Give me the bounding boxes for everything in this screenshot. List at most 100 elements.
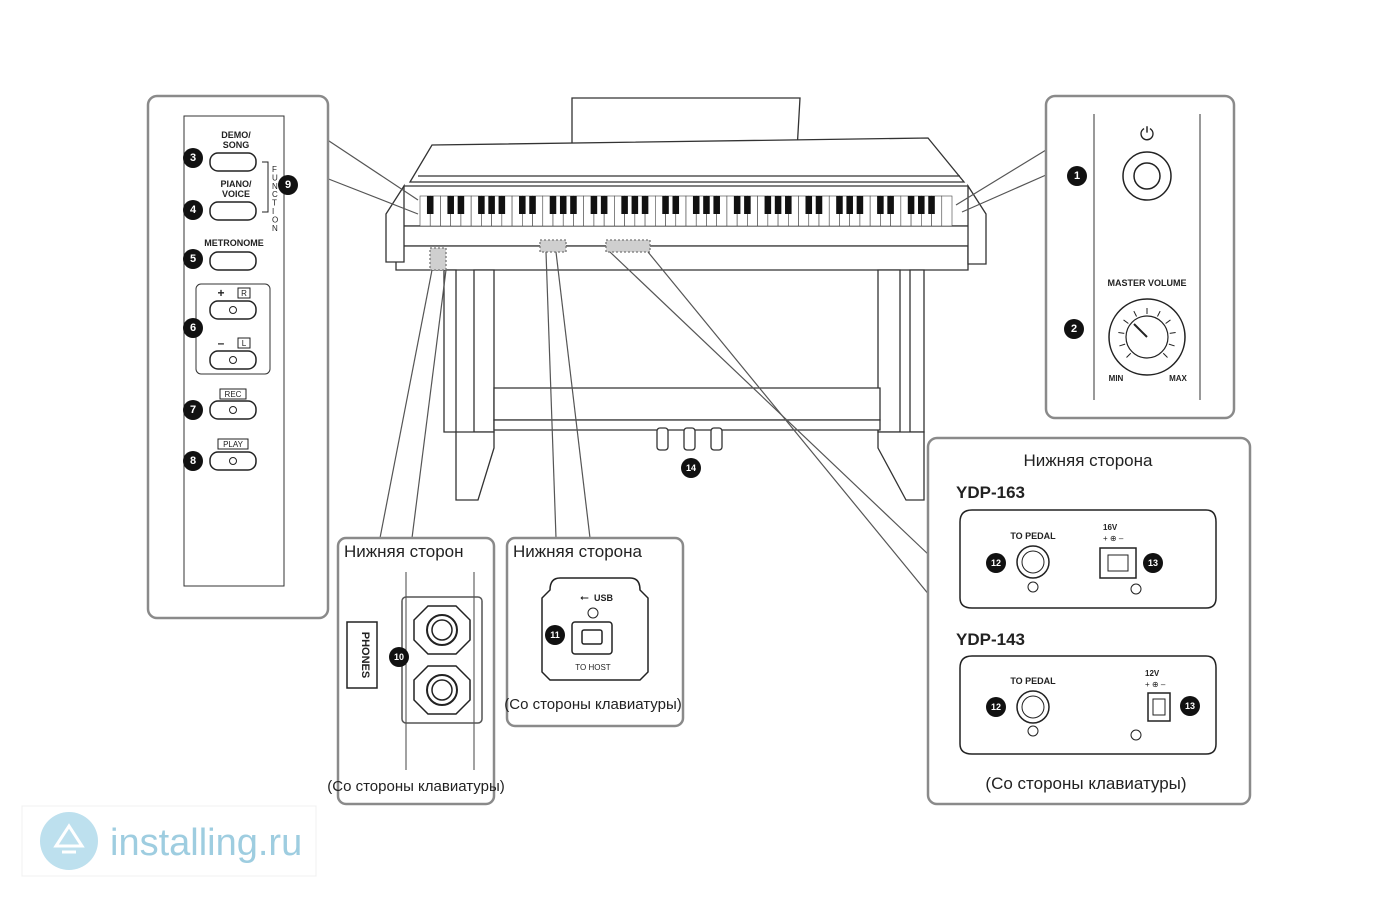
volume-tick (1169, 331, 1176, 334)
callout-14: 14 (681, 458, 701, 478)
callout-3: 3 (183, 148, 203, 168)
phones-jack-2[interactable] (413, 665, 471, 715)
volume-tick (1162, 352, 1168, 358)
white-key (941, 195, 953, 227)
volume-tick (1168, 343, 1175, 347)
black-key (846, 196, 853, 214)
black-key (529, 196, 536, 214)
polarity-163: + ⊕ – (1103, 534, 1124, 543)
black-key (928, 196, 935, 214)
to-host-label: TO HOST (575, 663, 611, 672)
black-key (621, 196, 628, 214)
phones-label: PHONES (359, 632, 371, 678)
voice-label-2: VOICE (222, 189, 250, 199)
callout-8: 8 (183, 451, 203, 471)
black-key (519, 196, 526, 214)
black-key (877, 196, 884, 214)
usb-caption: (Со стороны клавиатуры) (504, 696, 681, 713)
volume-tick (1165, 319, 1171, 324)
black-key (713, 196, 720, 214)
to-pedal-label-143: TO PEDAL (1010, 676, 1056, 686)
usb-icon: ⭠ (580, 592, 589, 604)
watermark-logo-icon (40, 812, 98, 870)
callout-13b: 13 (1180, 696, 1200, 716)
watermark: installing.ru (21, 805, 317, 877)
dc-16v-label: 16V (1103, 523, 1118, 532)
svg-text:12: 12 (991, 558, 1001, 568)
black-key (733, 196, 741, 214)
callouts: 1 2 3 4 5 6 7 8 9 10 11 12 13 12 13 14 (183, 148, 1200, 717)
svg-text:2: 2 (1071, 323, 1077, 335)
black-keys (426, 196, 935, 214)
svg-text:5: 5 (190, 253, 196, 265)
black-key (641, 196, 649, 214)
black-key (488, 196, 495, 214)
svg-text:12: 12 (991, 702, 1001, 712)
volume-tick (1156, 310, 1161, 317)
bottom-panel-title: Нижняя сторона (1024, 451, 1154, 470)
svg-text:10: 10 (394, 652, 404, 662)
black-key (457, 196, 465, 214)
power-symbol-icon: ⏻ (1140, 124, 1154, 144)
phones-panel-title: Нижняя сторон (344, 542, 464, 561)
piano-label-1: PIANO/ (220, 179, 252, 189)
black-key (498, 196, 506, 214)
volume-tick (1118, 331, 1125, 334)
svg-text:13: 13 (1148, 558, 1158, 568)
black-key (570, 196, 577, 214)
callout-1: 1 (1067, 166, 1087, 186)
callout-12a: 12 (986, 553, 1006, 573)
usb-label: USB (594, 593, 614, 603)
callout-9: 9 (278, 175, 298, 195)
svg-text:14: 14 (686, 463, 696, 473)
black-key (856, 196, 864, 214)
minus-label: – (218, 336, 225, 350)
black-key (447, 196, 454, 214)
l-label: L (242, 339, 247, 348)
svg-text:7: 7 (190, 404, 196, 416)
black-key (703, 196, 710, 214)
screw-icon (587, 607, 599, 619)
callout-10: 10 (389, 647, 409, 667)
black-key (692, 196, 700, 214)
svg-text:3: 3 (190, 152, 196, 164)
black-key (590, 196, 598, 214)
black-key (836, 196, 843, 214)
to-pedal-label-163: TO PEDAL (1010, 531, 1056, 541)
piano-voice-button[interactable] (209, 201, 257, 221)
callout-5: 5 (183, 249, 203, 269)
dc-12v-label: 12V (1145, 669, 1160, 678)
volume-tick (1119, 343, 1126, 347)
black-key (631, 196, 639, 214)
metronome-label: METRONOME (204, 238, 264, 248)
usb-panel: Нижняя сторона ⭠ USB TO HOST (Со стороны… (504, 536, 685, 728)
black-key (785, 196, 792, 214)
black-key (549, 196, 557, 214)
volume-tick (1123, 319, 1129, 324)
black-key (600, 196, 608, 214)
min-label: MIN (1109, 374, 1124, 383)
black-key (764, 196, 772, 214)
callout-2: 2 (1064, 319, 1084, 339)
usb-panel-title: Нижняя сторона (513, 542, 643, 561)
right-control-panel: ⏻ MASTER VOLUME MIN MAX (1044, 94, 1236, 420)
black-key (744, 196, 751, 214)
demo-song-button[interactable] (209, 152, 257, 172)
black-key (662, 196, 669, 214)
callout-11: 11 (545, 625, 565, 645)
black-key (478, 196, 485, 214)
max-label: MAX (1169, 374, 1187, 383)
black-key (426, 196, 434, 214)
metronome-button[interactable] (209, 251, 257, 271)
phones-panel: Нижняя сторон PHONES (Со стороны клавиат… (327, 536, 505, 806)
bottom-connectors-panel: Нижняя сторона YDP-163 TO PEDAL 16V + ⊕ … (926, 436, 1252, 806)
svg-text:8: 8 (190, 455, 196, 467)
rec-label: REC (225, 390, 242, 399)
model-ydp-163: YDP-163 (956, 483, 1025, 502)
phones-jack-1[interactable] (413, 605, 471, 655)
callout-6: 6 (183, 318, 203, 338)
model-ydp-143: YDP-143 (956, 630, 1025, 649)
black-key (774, 196, 782, 214)
